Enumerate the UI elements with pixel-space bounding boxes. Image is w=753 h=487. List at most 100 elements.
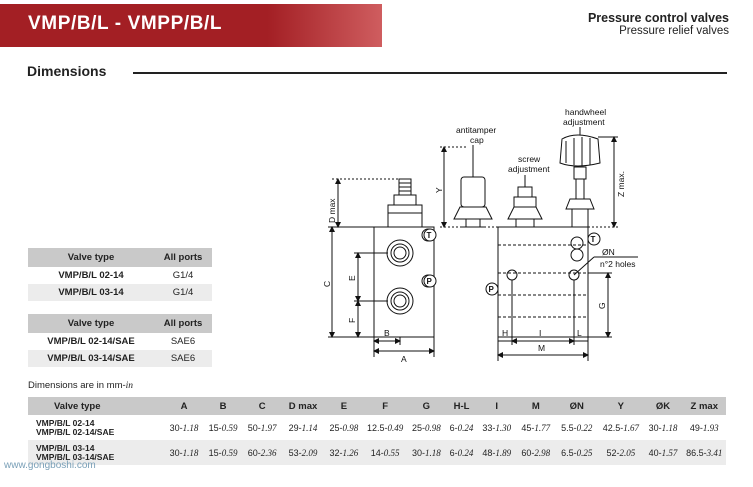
inch-value: 0.22: [576, 422, 593, 433]
mm-value: 30-: [169, 447, 183, 458]
dimension-cell: 50-1.97: [243, 415, 282, 440]
column-header: I: [477, 397, 517, 415]
dimension-cell: 25-0.98: [407, 415, 446, 440]
dim-l: L: [577, 328, 582, 338]
ports-table-2-header-type: Valve type: [28, 314, 154, 333]
port-p-symbol: [423, 274, 437, 288]
mm-value: 86.5-: [686, 447, 707, 458]
port-t-symbol-side: [587, 232, 601, 246]
dim-i: I: [539, 328, 541, 338]
mm-value: 30-: [411, 447, 425, 458]
dimension-cell: 86.5-3.41: [682, 440, 726, 465]
inch-value: 1.97: [260, 422, 277, 433]
dimension-cell: 30-1.18: [164, 415, 203, 440]
label-cap: cap: [470, 135, 484, 145]
dimension-cell: 49-1.93: [683, 415, 727, 440]
dimension-cell: 48-1.89: [477, 440, 517, 465]
ports-table-1: Valve type All ports VMP/B/L 02-14 G1/4 …: [28, 248, 212, 301]
label-t: T: [427, 231, 432, 240]
dimension-cell: 32-1.26: [324, 440, 364, 465]
dim-b: B: [384, 328, 390, 338]
mm-value: 15-: [208, 447, 222, 458]
inch-value: 2.09: [301, 447, 318, 458]
mm-value: 48-: [482, 447, 496, 458]
valve-type-line: VMP/B/L 02-14/SAE: [36, 426, 115, 437]
port-t-symbol: [423, 228, 437, 242]
dimension-cell: 14-0.55: [363, 440, 407, 465]
column-header: ØK: [643, 397, 683, 415]
label-handwheel: handwheel: [565, 107, 606, 117]
dimension-cell: 25-0.98: [324, 415, 363, 440]
mm-value: 6.5-: [561, 447, 577, 458]
ports-table-1-header-type: Valve type: [28, 248, 154, 267]
inch-value: 3.41: [706, 447, 723, 458]
inch-value: 1.93: [702, 422, 719, 433]
mm-value: 30-: [648, 422, 662, 433]
column-header: H-L: [445, 397, 478, 415]
mm-value: 40-: [648, 447, 662, 458]
dimension-cell: 60-2.98: [516, 440, 556, 465]
dimension-cell: 15-0.59: [203, 440, 243, 465]
dimension-cell: 52-2.05: [598, 440, 644, 465]
column-header: Z max: [682, 397, 726, 415]
dim-g: G: [597, 302, 607, 309]
dimension-cell: 40-1.57: [643, 440, 683, 465]
inch-value: 0.98: [342, 422, 359, 433]
dim-y: Y: [434, 187, 444, 193]
inch-value: 2.98: [534, 447, 551, 458]
units-note: Dimensions are in mm-in: [28, 380, 134, 391]
inch-value: 0.98: [424, 422, 441, 433]
mm-value: 25-: [329, 422, 343, 433]
dimension-cell: 33-1.30: [477, 415, 516, 440]
dimension-drawing: T P T P antitamper cap screw adjustment …: [322, 107, 638, 364]
ports-table-2-header-ports: All ports: [154, 314, 212, 333]
inch-value: 1.57: [661, 447, 678, 458]
inch-value: 1.77: [534, 422, 551, 433]
inch-value: 0.24: [457, 447, 474, 458]
ports-cell: SAE6: [154, 350, 212, 367]
label-screw: screw: [518, 154, 541, 164]
inch-value: 1.18: [661, 422, 678, 433]
dim-on: ØN: [602, 247, 615, 257]
section-rule: [133, 72, 727, 74]
mm-value: 29-: [288, 422, 302, 433]
dimension-cell: 29-1.14: [282, 415, 325, 440]
mm-value: 45-: [521, 422, 535, 433]
inch-value: 2.05: [619, 447, 636, 458]
column-header: G: [406, 397, 446, 415]
column-header: C: [242, 397, 282, 415]
valve-type-line: VMP/B/L 03-14: [36, 442, 95, 453]
mm-value: 60-: [247, 447, 261, 458]
dimension-cell: 6-0.24: [445, 440, 478, 465]
mm-value: 33-: [482, 422, 496, 433]
label-t-side: T: [591, 235, 596, 244]
mm-value: 15-: [208, 422, 222, 433]
inch-value: 0.55: [383, 447, 400, 458]
dimension-cell: 60-2.36: [242, 440, 282, 465]
column-header: F: [363, 397, 407, 415]
dimension-cell: 30-1.18: [643, 415, 682, 440]
column-header: E: [324, 397, 364, 415]
column-header: Y: [598, 397, 644, 415]
valve-type-line: VMP/B/L 03-14/SAE: [36, 451, 115, 462]
mm-value: 52-: [606, 447, 620, 458]
category-title: Pressure control valves: [587, 11, 729, 25]
inch-value: 0.25: [576, 447, 593, 458]
dim-d-max: D max: [327, 198, 337, 223]
valve-type-cell: VMP/B/L 03-14/SAE: [28, 350, 154, 367]
dim-holes: n°2 holes: [600, 259, 636, 269]
dimension-cell: 30-1.18: [406, 440, 446, 465]
inch-value: 0.59: [221, 422, 238, 433]
label-antitamper: antitamper: [456, 125, 496, 135]
inch-value: 1.14: [301, 422, 318, 433]
table-row: VMP/B/L 02-14 G1/4: [28, 267, 212, 284]
mm-value: 5.5-: [561, 422, 577, 433]
label-p: P: [427, 277, 433, 286]
inch-value: 1.26: [342, 447, 359, 458]
header-banner: [0, 4, 382, 47]
section-title: Dimensions: [27, 63, 107, 79]
valve-type-cell: VMP/B/L 02-14: [58, 270, 124, 281]
